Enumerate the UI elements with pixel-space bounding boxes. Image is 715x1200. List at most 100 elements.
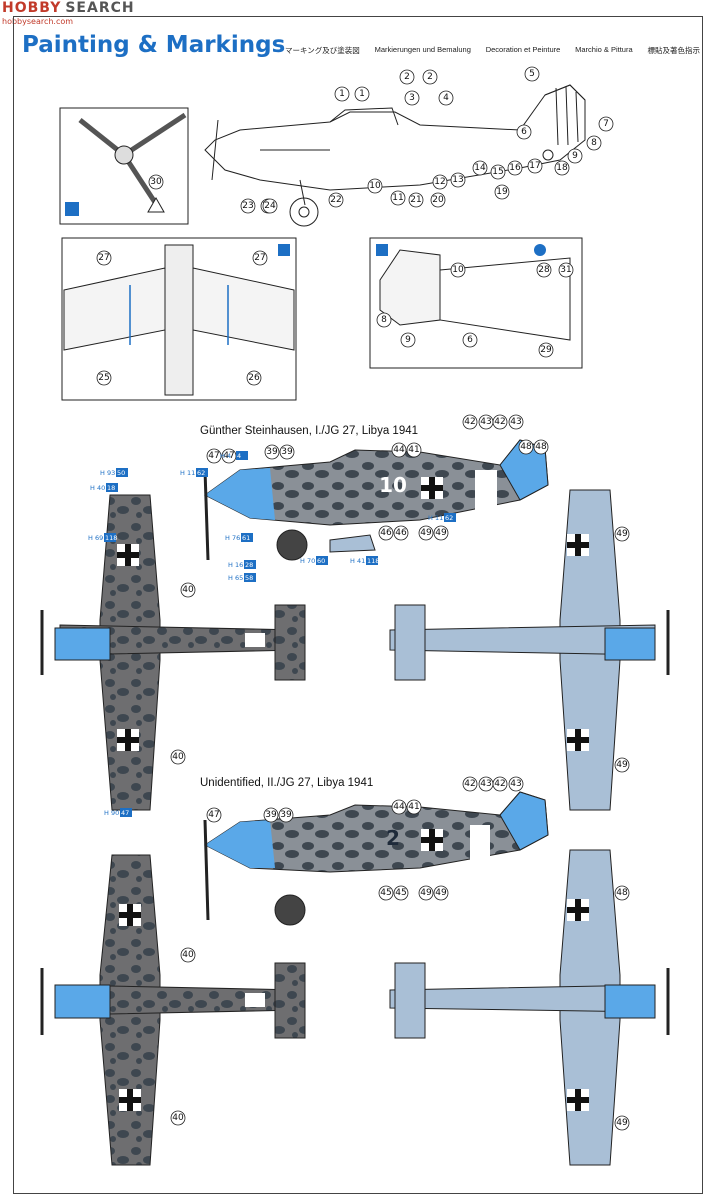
callout-top-profile: 18: [554, 160, 570, 176]
callout-number: 2: [404, 72, 410, 82]
lang-cn: 標貼及著色指示: [647, 46, 700, 55]
lang-fr: Decoration et Peinture: [485, 45, 561, 54]
scheme1-top-view: [40, 494, 306, 811]
callout-wing-box: 25: [96, 370, 112, 386]
callout-scheme2: 43: [508, 776, 524, 792]
callout-scheme1: 44: [391, 442, 407, 458]
callout-number: 30: [150, 177, 162, 187]
callout-scheme1: 39: [279, 444, 295, 460]
callout-number: 6: [467, 335, 473, 345]
callout-scheme2: 49: [418, 885, 434, 901]
callout-scheme1: 43: [478, 414, 494, 430]
callout-scheme2: 39: [263, 807, 279, 823]
callout-top-profile: 22: [328, 192, 344, 208]
callout-scheme2: 43: [478, 776, 494, 792]
callout-number: 45: [380, 888, 391, 898]
h-code-label: H 41: [350, 557, 365, 565]
h-code-label: H 16: [228, 561, 243, 569]
callout-number: 40: [172, 752, 184, 762]
h-code-number: 18: [107, 484, 115, 492]
callout-number: 5: [529, 69, 535, 79]
callout-top-profile: 12: [432, 174, 448, 190]
scheme2-bottom-view: [389, 849, 670, 1166]
h-code-number: 4: [237, 452, 241, 460]
callout-number: 42: [464, 417, 475, 427]
h-code-label: H 11: [180, 469, 195, 477]
h-code-tag: H 4 4: [220, 451, 248, 460]
callout-top-profile: 7: [598, 116, 614, 132]
scheme2-fuselage-code: 2: [386, 826, 400, 850]
callout-number: 39: [280, 810, 292, 820]
callout-number: 47: [223, 451, 234, 461]
callout-number: 29: [540, 345, 552, 355]
callout-number: 6: [521, 127, 527, 137]
callout-scheme2: 42: [492, 776, 508, 792]
callout-scheme1: 48: [533, 439, 549, 455]
callout-top-profile: 20: [430, 192, 446, 208]
h-code-label: H 65: [228, 574, 243, 582]
scheme1-fuselage-code: 10: [379, 473, 407, 497]
callout-number: 21: [410, 195, 421, 205]
callout-top-profile: 4: [438, 90, 454, 106]
callout-scheme2: 47: [206, 807, 222, 823]
callout-scheme1: 46: [393, 525, 409, 541]
callout-scheme1: 42: [492, 414, 508, 430]
callout-scheme2: 48: [614, 885, 630, 901]
scheme2-side-view: 2: [203, 791, 549, 926]
tail-detail-box: [369, 237, 583, 369]
callout-number: 48: [616, 888, 628, 898]
callout-number: 8: [381, 315, 387, 325]
lang-de: Markierungen und Bemalung: [374, 45, 471, 54]
callout-number: 43: [480, 417, 491, 427]
callout-tail-box: 10: [450, 262, 466, 278]
h-code-number: 118: [105, 534, 117, 542]
callout-scheme2: 40: [180, 947, 196, 963]
callout-number: 43: [510, 779, 521, 789]
callout-top-profile: 2: [399, 69, 415, 85]
callout-wing-box: 27: [96, 250, 112, 266]
callout-number: 47: [208, 451, 219, 461]
callout-scheme1: 46: [378, 525, 394, 541]
callout-number: 24: [264, 201, 276, 211]
callout-number: 41: [408, 445, 419, 455]
callout-scheme1: 47: [206, 448, 222, 464]
h-code-label: H 40: [90, 484, 105, 492]
callout-number: 1: [359, 89, 365, 99]
callout-spinner-box: 30: [148, 174, 164, 190]
callout-scheme2: 39: [278, 807, 294, 823]
callout-top-profile: 15: [490, 164, 506, 180]
callout-top-profile: 11: [390, 190, 406, 206]
callout-number: 19: [496, 187, 508, 197]
scheme1-bottom-view: [389, 489, 670, 811]
callout-top-profile: 19: [494, 184, 510, 200]
caution-icon: [147, 196, 165, 213]
callout-number: 44: [393, 802, 405, 812]
h-code-label: H 4: [220, 452, 231, 460]
callout-number: 49: [420, 528, 432, 538]
h-code-label: H 90: [104, 809, 119, 817]
callout-top-profile: 2: [422, 69, 438, 85]
page-frame: [13, 16, 703, 1194]
callout-number: 9: [405, 335, 411, 345]
h-code-number: 60: [317, 557, 325, 565]
callout-scheme2: 49: [433, 885, 449, 901]
callout-number: 9: [572, 151, 578, 161]
callout-number: 39: [281, 447, 293, 457]
callout-number: 48: [520, 442, 532, 452]
scheme2-title: Unidentified, II./JG 27, Libya 1941: [200, 777, 374, 789]
callout-number: 26: [248, 373, 260, 383]
callout-number: 10: [369, 181, 381, 191]
callout-wing-box: 26: [246, 370, 262, 386]
h-code-label: H 69: [88, 534, 103, 542]
callout-number: 40: [172, 1113, 184, 1123]
callout-scheme2: 41: [406, 799, 422, 815]
profile-line-drawing: [204, 84, 586, 227]
callout-number: 40: [182, 585, 194, 595]
callout-number: 43: [480, 779, 491, 789]
callout-number: 7: [603, 119, 609, 129]
